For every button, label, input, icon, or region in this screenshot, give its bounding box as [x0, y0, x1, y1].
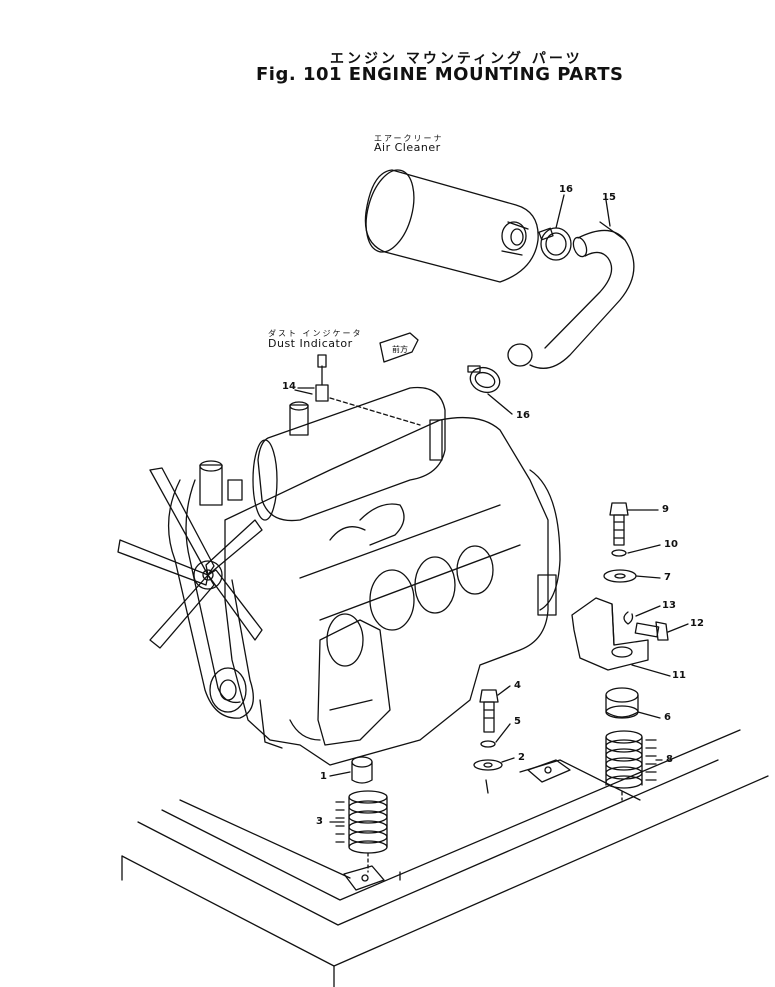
- callout-8: 8: [666, 754, 673, 765]
- air-cleaner-label: Air Cleaner: [374, 141, 441, 154]
- direction-tag: 前方: [380, 333, 418, 362]
- callout-16-upper: 16: [559, 184, 573, 195]
- engine-block: [200, 387, 560, 765]
- base-frame: [122, 730, 768, 987]
- air-cleaner-label-jp: エアークリーナ: [374, 134, 444, 143]
- left-mount-cushion: [330, 757, 387, 872]
- direction-tag-text: 前方: [392, 344, 408, 354]
- middle-mount-fasteners: [474, 686, 514, 770]
- title-english: Fig. 101 ENGINE MOUNTING PARTS: [256, 64, 624, 85]
- callout-11: 11: [672, 670, 686, 681]
- callout-12: 12: [690, 618, 704, 629]
- callout-15: 15: [602, 192, 616, 203]
- hose-clamp-upper: [539, 228, 571, 260]
- hose-clamp-lower: [467, 364, 503, 397]
- callout-3: 3: [316, 816, 323, 827]
- callout-4: 4: [514, 680, 521, 691]
- callout-5: 5: [514, 716, 521, 727]
- callout-6: 6: [664, 712, 671, 723]
- intake-hose: [508, 222, 634, 368]
- air-cleaner: [358, 165, 538, 282]
- callout-1: 1: [320, 771, 327, 782]
- title-japanese: エンジン マウンティング パーツ: [330, 51, 583, 67]
- callout-7: 7: [664, 572, 671, 583]
- dust-indicator-label-jp: ダスト インジケータ: [268, 329, 363, 338]
- callout-14: 14: [282, 381, 296, 392]
- fan-belt: [169, 480, 254, 718]
- callout-2: 2: [518, 752, 525, 763]
- dust-indicator: [295, 355, 420, 425]
- callout-leaders: [298, 195, 610, 822]
- right-mount-assembly: [572, 503, 688, 800]
- callout-10: 10: [664, 539, 678, 550]
- callout-9: 9: [662, 504, 669, 515]
- callout-13: 13: [662, 600, 676, 611]
- dust-indicator-label: Dust Indicator: [268, 337, 353, 350]
- callout-16-lower: 16: [516, 410, 530, 421]
